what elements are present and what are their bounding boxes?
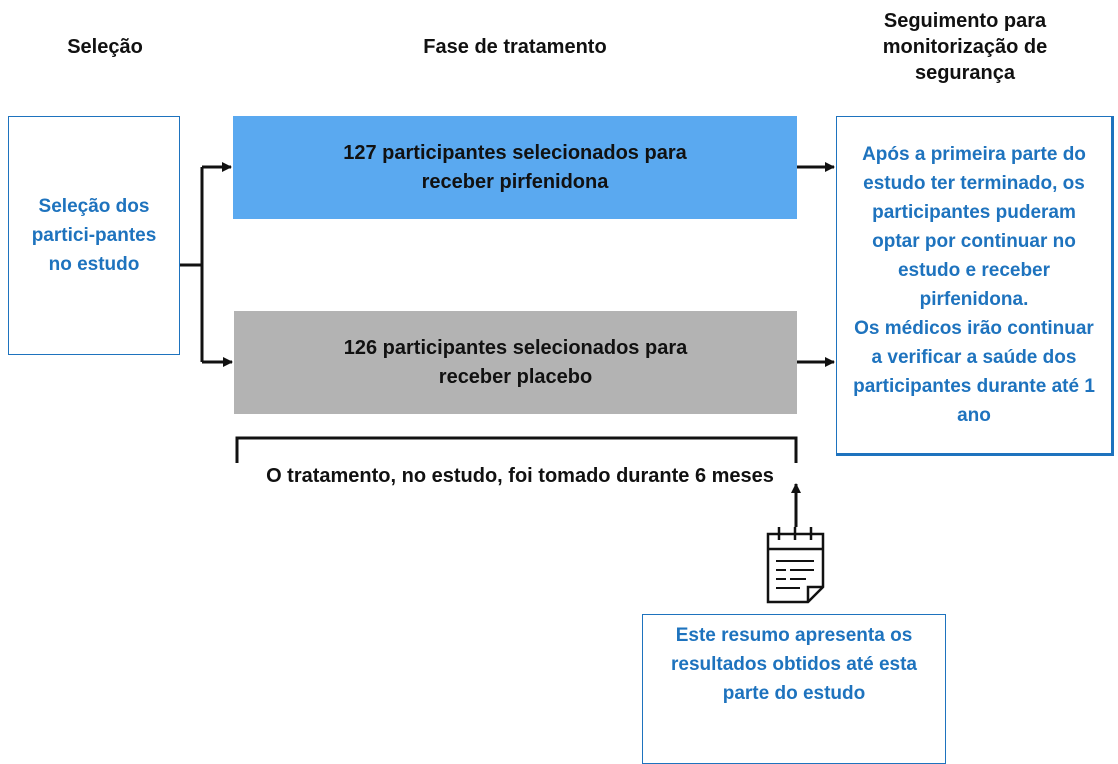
pirfenidone-group-text: 127 participantes selecionados para rece…	[343, 141, 687, 193]
summary-box-text: Este resumo apresenta os resultados obti…	[670, 625, 917, 704]
summary-box: Este resumo apresenta os resultados obti…	[642, 614, 946, 764]
selection-box: Seleção dos partici-pantes no estudo	[8, 116, 180, 355]
header-safety-followup: Seguimento para monitorização de seguran…	[882, 10, 1048, 84]
placebo-group-text: 126 participantes selecionados para rece…	[343, 336, 688, 388]
followup-text-part2: Os médicos irão continuar a verificar a …	[853, 318, 1095, 426]
pirfenidone-group-box: 127 participantes selecionados para rece…	[233, 116, 797, 219]
treatment-duration-label: O tratamento, no estudo, foi tomado dura…	[266, 464, 774, 487]
header-treatment-phase: Fase de tratamento	[423, 36, 607, 58]
calendar-icon	[766, 527, 825, 604]
selection-box-text: Seleção dos partici-pantes no estudo	[31, 196, 157, 275]
placebo-group-box: 126 participantes selecionados para rece…	[234, 311, 797, 414]
treatment-bracket	[235, 436, 798, 463]
header-selection: Seleção	[67, 36, 143, 58]
followup-box: Após a primeira parte do estudo ter term…	[836, 116, 1114, 456]
followup-text-part1: Após a primeira parte do estudo ter term…	[862, 144, 1086, 310]
